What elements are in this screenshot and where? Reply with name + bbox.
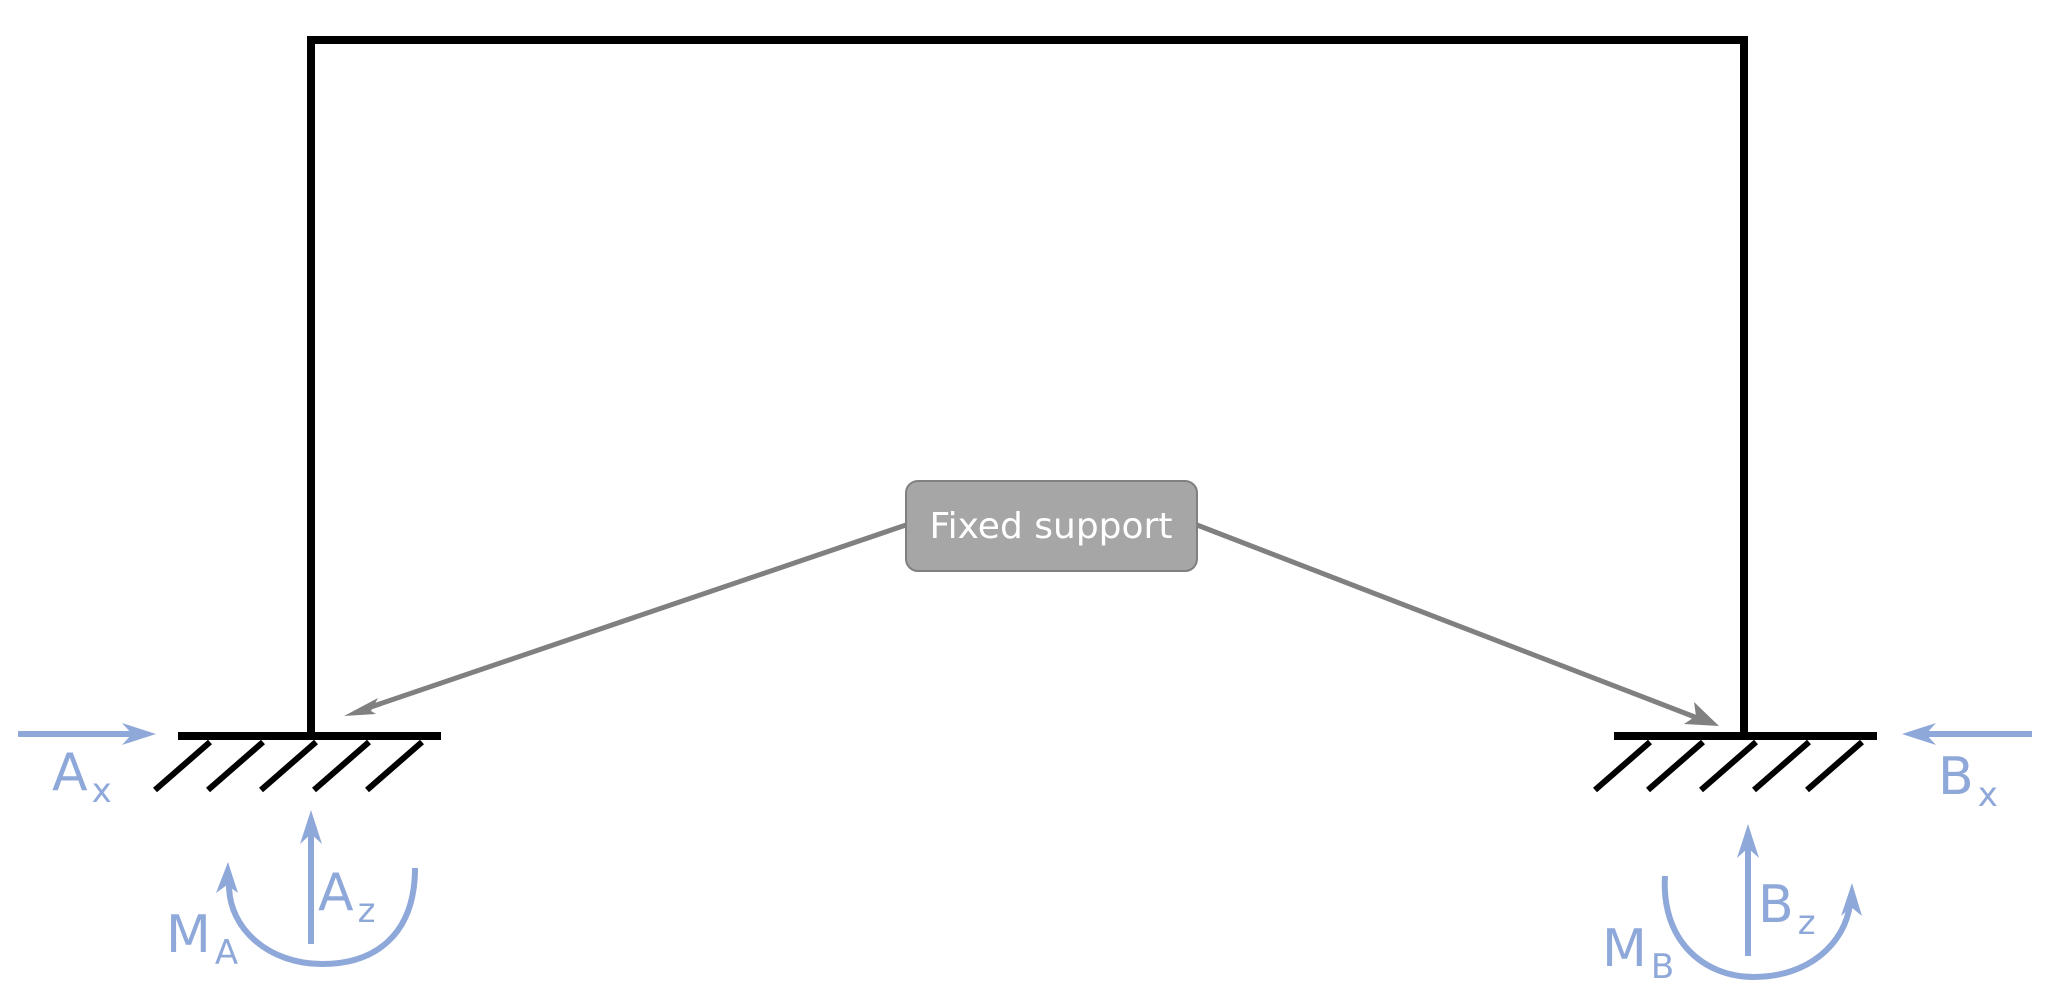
reaction-az: A z	[300, 810, 375, 944]
callout-arrowhead-right	[1684, 702, 1719, 726]
support-a-hatch	[153, 739, 212, 793]
reaction-ma: M A	[166, 862, 418, 973]
reaction-ma-arrowhead	[216, 862, 238, 893]
reaction-az-label-sub: z	[358, 891, 376, 931]
support-b-hatch	[1805, 739, 1864, 793]
callout-leader-right	[1196, 522, 1701, 722]
reaction-bz-arrowhead	[1737, 824, 1759, 858]
reaction-az-label: A z	[318, 863, 375, 931]
reaction-bx-label: B x	[1938, 747, 1998, 815]
portal-frame	[307, 36, 1748, 740]
reaction-az-arrowhead	[300, 810, 322, 844]
reaction-mb-label-main: M	[1602, 919, 1647, 979]
support-b-hatch	[1699, 739, 1758, 793]
callout-arrowhead-left	[344, 698, 378, 716]
callout-box	[905, 480, 1198, 572]
fixed-support-callout: Fixed support	[905, 480, 1198, 572]
support-a-hatch	[259, 739, 318, 793]
fixed-support-a	[153, 732, 441, 793]
reaction-ax-label-main: A	[52, 743, 88, 803]
callout-leader-left	[361, 522, 907, 713]
support-b-hatch	[1646, 739, 1705, 793]
reaction-ax-arrowhead	[122, 723, 156, 745]
reaction-bz: B z	[1737, 824, 1816, 956]
callout-label: Fixed support	[930, 506, 1173, 547]
support-a-hatch	[206, 739, 265, 793]
reaction-ma-label: M A	[166, 905, 238, 973]
reaction-ma-label-sub: A	[215, 933, 238, 973]
reaction-az-label-main: A	[318, 863, 354, 923]
reaction-ax-label-sub: x	[92, 771, 112, 811]
reaction-bx-label-main: B	[1938, 747, 1974, 807]
reaction-mb-label-sub: B	[1651, 947, 1674, 987]
support-a-hatch	[312, 739, 371, 793]
reaction-bx-arrowhead	[1902, 723, 1936, 745]
reaction-ax: A x	[18, 723, 156, 811]
support-b-hatch	[1593, 739, 1652, 793]
reaction-bz-label: B z	[1758, 875, 1816, 943]
reaction-mb-arc	[1661, 875, 1853, 981]
reaction-bz-label-main: B	[1758, 875, 1794, 935]
fixed-support-b	[1593, 732, 1877, 793]
reaction-ax-label: A x	[52, 743, 112, 811]
reaction-bx-label-sub: x	[1978, 775, 1998, 815]
reaction-bz-label-sub: z	[1798, 903, 1816, 943]
reaction-mb: M B	[1602, 875, 1862, 987]
support-b-hatch	[1752, 739, 1811, 793]
support-a-hatch	[365, 739, 424, 793]
reaction-ma-arc	[226, 867, 418, 968]
reaction-mb-arrowhead	[1841, 883, 1862, 916]
reaction-bx: B x	[1902, 723, 2032, 815]
reaction-ma-label-main: M	[166, 905, 211, 965]
reaction-mb-label: M B	[1602, 919, 1674, 987]
